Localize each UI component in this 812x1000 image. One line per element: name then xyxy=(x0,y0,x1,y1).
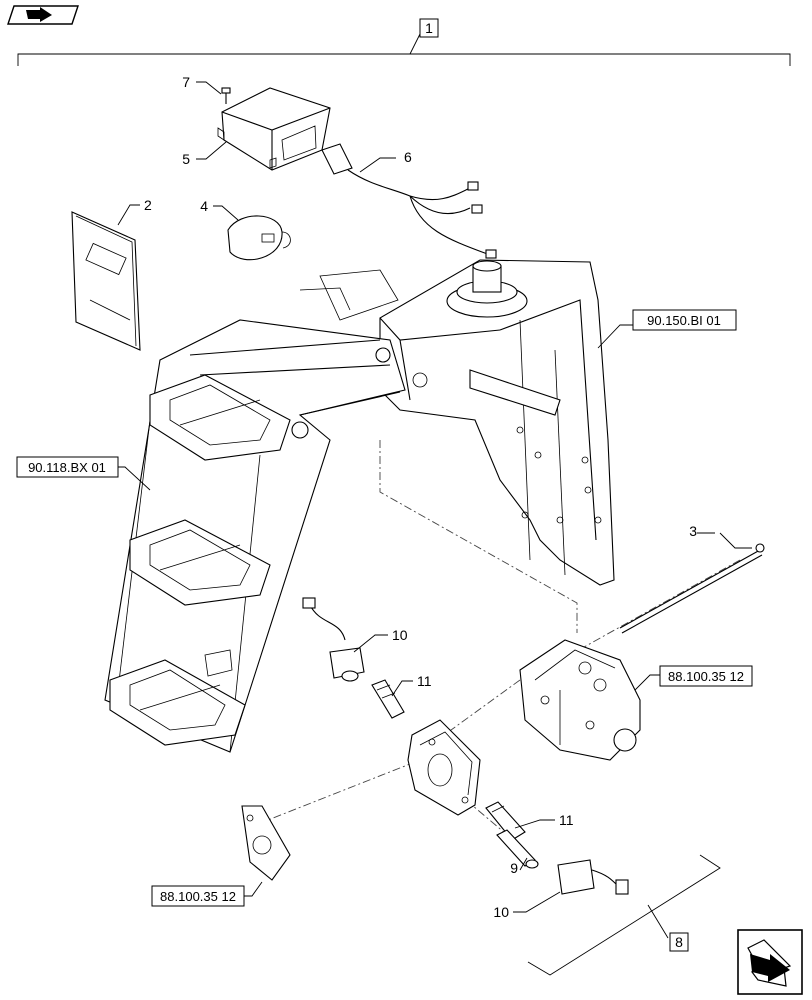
part-number-10-lower: 10 xyxy=(493,904,509,920)
kit-callout-8: 8 xyxy=(669,932,689,952)
valve-cartridge-upper xyxy=(371,679,405,719)
operator-manual xyxy=(71,211,141,351)
solenoid-coil-upper xyxy=(302,597,365,682)
valve-section xyxy=(407,719,481,816)
part-number-4: 4 xyxy=(200,198,208,214)
valve-spool xyxy=(496,829,539,869)
horn xyxy=(227,215,291,261)
kit-bracket xyxy=(527,854,721,976)
ref-steps-label: 90.118.BX 01 xyxy=(28,460,106,475)
support-frame xyxy=(299,259,615,586)
part-number-3: 3 xyxy=(689,523,697,539)
tie-rod xyxy=(619,543,765,634)
kit-number: 8 xyxy=(675,934,683,950)
leader-lines xyxy=(117,81,752,913)
part-number-6: 6 xyxy=(404,149,412,165)
wiring-harness xyxy=(321,143,497,259)
ref-frame[interactable]: 90.150.BI 01 xyxy=(632,309,737,331)
assembly-bracket xyxy=(17,33,791,66)
nav-forward-icon[interactable] xyxy=(737,929,803,995)
part-number-7: 7 xyxy=(182,74,190,90)
control-module xyxy=(217,87,331,171)
relation-lines xyxy=(267,440,741,851)
part-number-2: 2 xyxy=(144,197,152,213)
ref-valve[interactable]: 88.100.35 12 xyxy=(659,665,753,687)
assembly-number: 1 xyxy=(425,20,433,36)
ref-valve-label: 88.100.35 12 xyxy=(668,669,744,684)
part-number-9: 9 xyxy=(510,860,518,876)
step-ladder xyxy=(104,319,406,753)
part-number-5: 5 xyxy=(182,151,190,167)
solenoid-coil-lower xyxy=(557,859,629,895)
assembly-callout-1: 1 xyxy=(419,18,439,38)
nav-back-icon[interactable] xyxy=(7,5,79,25)
mounting-screw xyxy=(221,87,231,104)
ref-frame-label: 90.150.BI 01 xyxy=(647,313,721,328)
ref-steps[interactable]: 90.118.BX 01 xyxy=(16,456,119,478)
part-number-11-upper: 11 xyxy=(417,673,432,689)
mounting-plate xyxy=(241,805,291,881)
ref-plate[interactable]: 88.100.35 12 xyxy=(151,885,245,907)
valve-block xyxy=(519,639,641,761)
ref-plate-label: 88.100.35 12 xyxy=(160,889,236,904)
part-number-11-lower: 11 xyxy=(559,812,574,828)
part-number-10-upper: 10 xyxy=(392,627,408,643)
valve-cartridge-lower xyxy=(485,801,526,841)
